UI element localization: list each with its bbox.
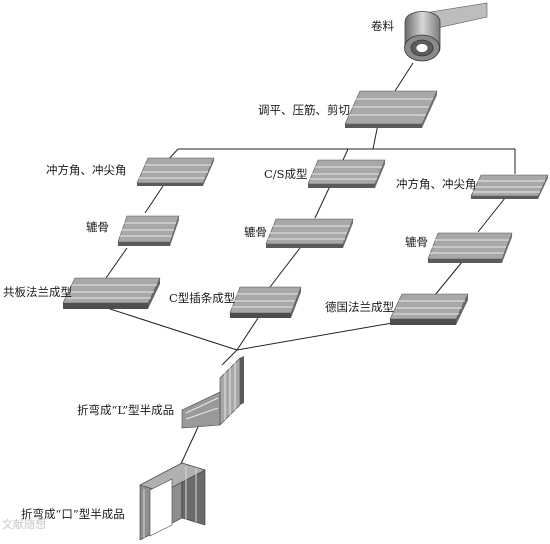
label-coil: 卷料 xyxy=(371,19,394,33)
label-bend-l: 折弯成“L”型半成品 xyxy=(77,403,175,417)
sheet-leveled xyxy=(344,90,438,128)
connector-merge-left xyxy=(103,306,238,351)
l-shape-icon xyxy=(181,356,244,429)
connector-lines xyxy=(103,62,516,467)
label-cs-form: C/S成型 xyxy=(264,167,308,181)
connector-right-punch-to-notch xyxy=(477,197,506,233)
sheet-german-flange xyxy=(389,293,469,325)
connector-l-to-box xyxy=(179,426,199,467)
label-notch-left: 辘骨 xyxy=(86,220,109,234)
box-shape-icon xyxy=(139,462,206,541)
label-german-flange: 德国法兰成型 xyxy=(325,300,394,314)
connector-merge-right xyxy=(236,321,399,351)
sheet-punched-left xyxy=(136,157,215,186)
connector-right-notch-to-german xyxy=(434,261,463,296)
connector-leveling-to-branch xyxy=(372,123,379,150)
connector-branch-mid xyxy=(342,148,349,161)
label-notch-mid: 辘骨 xyxy=(244,225,267,239)
connector-mid-notch-to-cinsert xyxy=(269,247,301,288)
sheet-notched-mid xyxy=(265,218,354,248)
connector-mid-cs-to-notch xyxy=(314,185,331,219)
label-punch-right: 冲方角、冲尖角 xyxy=(396,177,477,191)
sheet-notched-right xyxy=(427,232,513,263)
label-common-flange: 共板法兰成型 xyxy=(3,285,72,299)
sheet-cs-form xyxy=(307,159,386,188)
label-c-insert: C型插条成型 xyxy=(169,291,236,305)
label-punch-left: 冲方角、冲尖角 xyxy=(46,163,127,177)
connector-coil-to-leveling xyxy=(394,62,414,92)
watermark: 文献随想 xyxy=(2,518,46,531)
sheet-c-insert xyxy=(229,286,302,318)
connector-merge-mid xyxy=(236,317,259,351)
label-level-rib-cut: 调平、压筋、剪切 xyxy=(258,103,350,117)
coil-icon xyxy=(404,2,488,62)
connector-left-notch-to-flange xyxy=(105,247,128,279)
label-notch-right: 辘骨 xyxy=(405,235,428,249)
sheet-common-flange xyxy=(62,277,161,309)
label-bend-box: 折弯成“口”型半成品 xyxy=(21,507,125,521)
sheet-punched-right xyxy=(470,174,549,199)
connector-left-punch-to-notch xyxy=(144,185,164,214)
connector-merge-to-l xyxy=(221,349,238,366)
sheet-notched-left xyxy=(117,215,180,246)
